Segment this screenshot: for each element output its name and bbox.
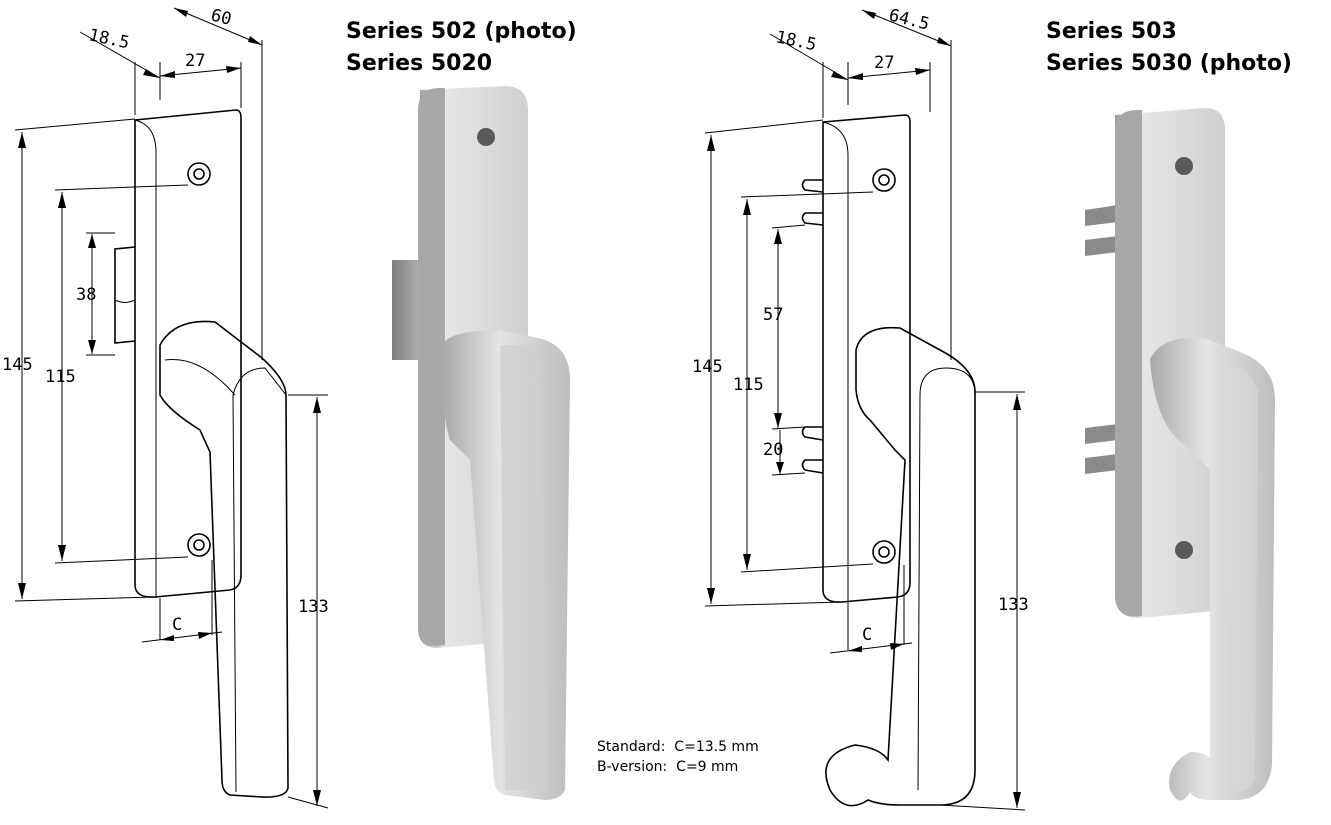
left-plate-edge <box>134 119 157 598</box>
left-dim-133: 133 <box>298 597 329 617</box>
left-photo-bolt <box>392 260 420 360</box>
left-dim-115: 115 <box>45 367 76 387</box>
left-dim-38: 38 <box>76 285 96 305</box>
right-dim-145: 145 <box>692 357 723 377</box>
right-dim-20: 20 <box>763 440 783 460</box>
right-bolt-upper-a <box>801 179 824 193</box>
right-photo-hole-top <box>1175 157 1193 175</box>
right-photo-bolt-lower <box>1085 424 1118 444</box>
left-screw-hole-bottom <box>187 533 211 557</box>
right-handle-outline <box>825 326 976 807</box>
right-title-line1: Series 503 <box>1046 19 1177 44</box>
right-photo-hole-bottom <box>1175 541 1193 559</box>
right-dim-133: 133 <box>998 595 1029 615</box>
left-plate-outline <box>134 109 242 598</box>
right-plate-edge <box>822 121 849 603</box>
right-dim-18-5: 18.5 <box>774 27 818 55</box>
left-dim-18-5: 18.5 <box>87 25 131 53</box>
right-technical-drawing: 145 115 57 20 133 <box>692 5 1029 811</box>
note-standard: Standard: C=13.5 mm <box>597 739 759 755</box>
left-dim-27: 27 <box>185 51 205 71</box>
left-screw-hole-top <box>187 162 211 186</box>
right-dim-57: 57 <box>763 305 783 325</box>
left-handle-outline <box>159 320 289 798</box>
note-b-version: B-version: C=9 mm <box>597 759 739 775</box>
right-dim-64-5: 64.5 <box>887 5 932 34</box>
right-dim-27: 27 <box>874 53 894 73</box>
right-product-photo <box>1085 108 1275 801</box>
right-photo-bolt-upper <box>1085 205 1118 226</box>
left-title-line1: Series 502 (photo) <box>346 19 577 44</box>
left-technical-drawing: 145 115 38 133 <box>2 5 329 809</box>
right-bolt-lower-a <box>801 426 824 441</box>
left-dim-c: C <box>172 615 182 635</box>
right-screw-hole-bottom <box>872 540 896 564</box>
left-product-photo <box>392 86 570 800</box>
left-bolt <box>114 246 136 344</box>
right-screw-hole-top <box>872 168 896 192</box>
right-plate-outline <box>822 114 911 603</box>
right-dim-c: C <box>862 625 872 645</box>
left-title-line2: Series 5020 <box>346 51 493 76</box>
right-dim-115: 115 <box>733 375 764 395</box>
right-title-line2: Series 5030 (photo) <box>1046 51 1292 76</box>
left-dim-60: 60 <box>209 5 234 29</box>
left-dim-145: 145 <box>2 355 33 375</box>
left-photo-hole-top <box>477 128 495 146</box>
